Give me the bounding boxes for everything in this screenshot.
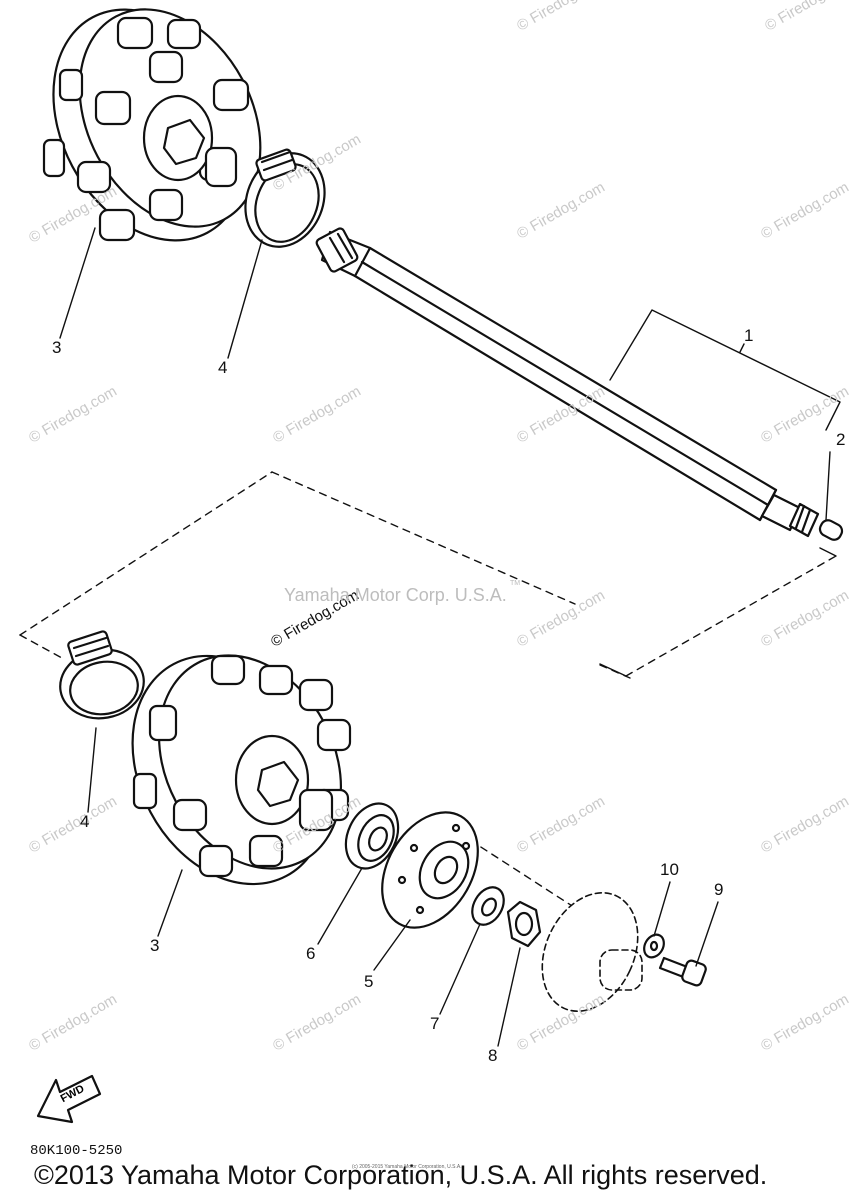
washer bbox=[471, 886, 505, 926]
callout-10: 10 bbox=[660, 860, 679, 879]
drive-axle-shaft bbox=[315, 227, 820, 538]
callout-5: 5 bbox=[364, 972, 374, 991]
hose-clamp-lower bbox=[59, 630, 145, 720]
forward-arrow-icon bbox=[36, 1074, 102, 1124]
part-code: 80K100-5250 bbox=[30, 1143, 123, 1159]
bearing bbox=[344, 802, 400, 870]
axle-cap bbox=[818, 519, 844, 541]
callout-6: 6 bbox=[306, 944, 316, 963]
tiny-copyright: (c) 2005-2015 Yamaha Motor Corporation, … bbox=[352, 1164, 462, 1170]
wheel-hub bbox=[541, 892, 643, 1012]
hex-nut bbox=[506, 900, 542, 948]
callout-4-upper: 4 bbox=[218, 358, 228, 377]
callout-4-lower: 4 bbox=[80, 812, 90, 831]
hose-clamp-upper bbox=[244, 148, 326, 248]
callout-3-lower: 3 bbox=[150, 936, 160, 955]
sprocket-upper bbox=[42, 8, 262, 242]
sprocket-lower bbox=[131, 654, 352, 886]
callout-8: 8 bbox=[488, 1046, 498, 1065]
copyright-notice: ©2013 Yamaha Motor Corporation, U.S.A. A… bbox=[34, 1160, 768, 1190]
trademark-mark: TM bbox=[510, 580, 521, 587]
callout-9: 9 bbox=[714, 880, 724, 899]
bolt bbox=[658, 956, 707, 987]
callout-3-upper: 3 bbox=[52, 338, 62, 357]
brand-watermark: Yamaha Motor Corp. U.S.A. bbox=[284, 585, 507, 605]
callout-2: 2 bbox=[836, 430, 846, 449]
lock-washer bbox=[643, 933, 665, 959]
callout-1: 1 bbox=[744, 326, 754, 345]
callout-7: 7 bbox=[430, 1014, 440, 1033]
flange-plate bbox=[381, 811, 479, 929]
